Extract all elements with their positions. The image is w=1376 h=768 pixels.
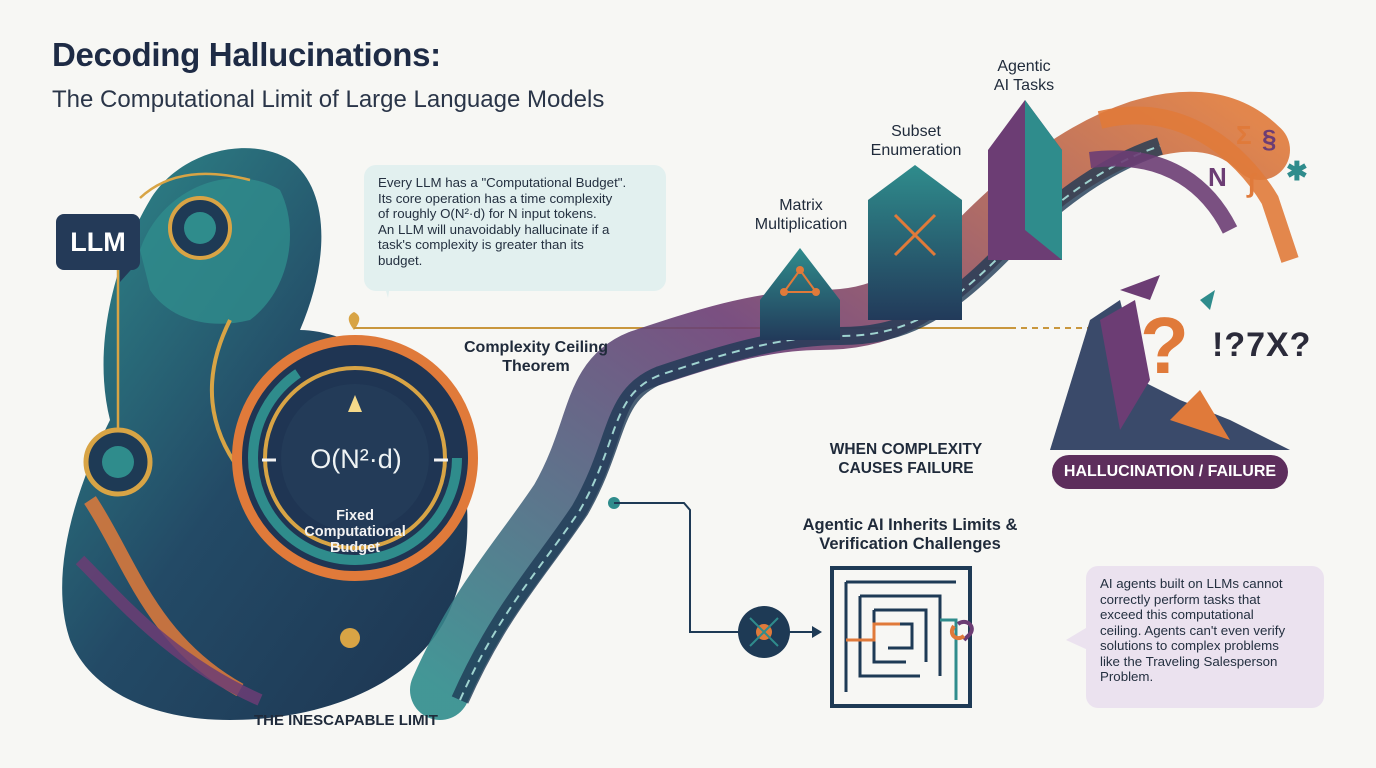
agentic-bubble-line: Problem. <box>1100 669 1154 684</box>
budget-line: task's complexity is greater than its <box>378 237 584 252</box>
page-title: Decoding Hallucinations: <box>52 36 441 73</box>
page-subtitle: The Computational Limit of Large Languag… <box>52 86 605 113</box>
peak-label-agentic: Agentic AI Tasks <box>984 57 1064 95</box>
agentic-bubble-line: ceiling. Agents can't even verify <box>1100 622 1286 638</box>
agentic-bubble-line: exceed this computational <box>1100 607 1254 622</box>
ceiling-label-line: Complexity Ceiling <box>463 339 609 356</box>
budget-line: Its core operation has a time complexity <box>378 190 613 206</box>
peak-label-line: Enumeration <box>870 142 962 159</box>
asterisk-icon: ✱ <box>1286 156 1308 186</box>
ceiling-label: Complexity Ceiling Theorem <box>448 338 624 376</box>
peak-label-line: Matrix <box>779 197 823 214</box>
llm-tag: LLM <box>56 214 140 270</box>
broken-rocks <box>1050 275 1290 450</box>
peak-subset-enumeration <box>868 165 962 320</box>
garbled-output: !?7X? <box>1212 326 1312 364</box>
gauge-caption-line: Computational <box>304 524 406 540</box>
budget-bubble: Every LLM has a "Computational Budget". … <box>364 165 666 291</box>
integral-icon: ∫ <box>1248 168 1256 198</box>
agentic-bubble-line: AI agents built on LLMs cannot <box>1100 576 1283 591</box>
llm-tag-pointer <box>120 262 138 282</box>
peak-label-line: Agentic <box>997 58 1051 75</box>
budget-line: of roughly O(N²·d) for N input tokens. <box>378 206 597 221</box>
peak-matrix-multiplication <box>760 248 840 340</box>
agentic-bubble-line: correctly perform tasks that <box>1100 591 1261 607</box>
footer-label: THE INESCAPABLE LIMIT <box>254 712 438 729</box>
agentic-title-line: Agentic AI Inherits Limits & <box>802 516 1018 534</box>
complexity-gauge <box>232 335 478 581</box>
gauge-caption-line: Fixed <box>336 508 374 524</box>
peak-label-matrix: Matrix Multiplication <box>736 196 866 234</box>
section-icon: § <box>1262 124 1277 154</box>
sigma-icon: Σ <box>1236 120 1252 150</box>
gauge-formula: O(N²·d) <box>310 444 402 474</box>
hallucination-failure-badge: HALLUCINATION / FAILURE <box>1052 455 1288 489</box>
agentic-title-line: Verification Challenges <box>819 535 1001 553</box>
agentic-bubble-line: solutions to complex problems <box>1100 638 1279 653</box>
peak-label-line: Subset <box>891 123 941 140</box>
peak-label-line: AI Tasks <box>993 77 1055 94</box>
budget-line: budget. <box>378 252 423 268</box>
peak-label-line: Multiplication <box>754 216 848 233</box>
gauge-caption: Fixed Computational Budget <box>290 508 420 556</box>
peak-label-subset: Subset Enumeration <box>856 122 976 160</box>
agentic-title: Agentic AI Inherits Limits & Verificatio… <box>790 516 1030 554</box>
n-symbol-icon: N <box>1208 162 1227 192</box>
failure-caption-line: WHEN COMPLEXITY <box>829 441 983 458</box>
maze-icon <box>830 566 974 708</box>
ceiling-label-line: Theorem <box>502 358 570 375</box>
peak-agentic-ai-tasks <box>988 100 1062 260</box>
failure-caption-line: CAUSES FAILURE <box>838 460 974 477</box>
question-mark-icon: ? <box>1140 301 1189 390</box>
gauge-caption-line: Budget <box>330 540 380 556</box>
budget-line: Every LLM has a "Computational Budget". <box>378 175 627 190</box>
failure-caption: WHEN COMPLEXITY CAUSES FAILURE <box>818 440 994 478</box>
agentic-connector <box>608 497 822 658</box>
agentic-bubble-line: like the Traveling Salesperson <box>1100 653 1278 669</box>
budget-line: An LLM will unavoidably hallucinate if a <box>378 221 610 237</box>
agentic-bubble: AI agents built on LLMs cannot correctly… <box>1086 566 1324 708</box>
